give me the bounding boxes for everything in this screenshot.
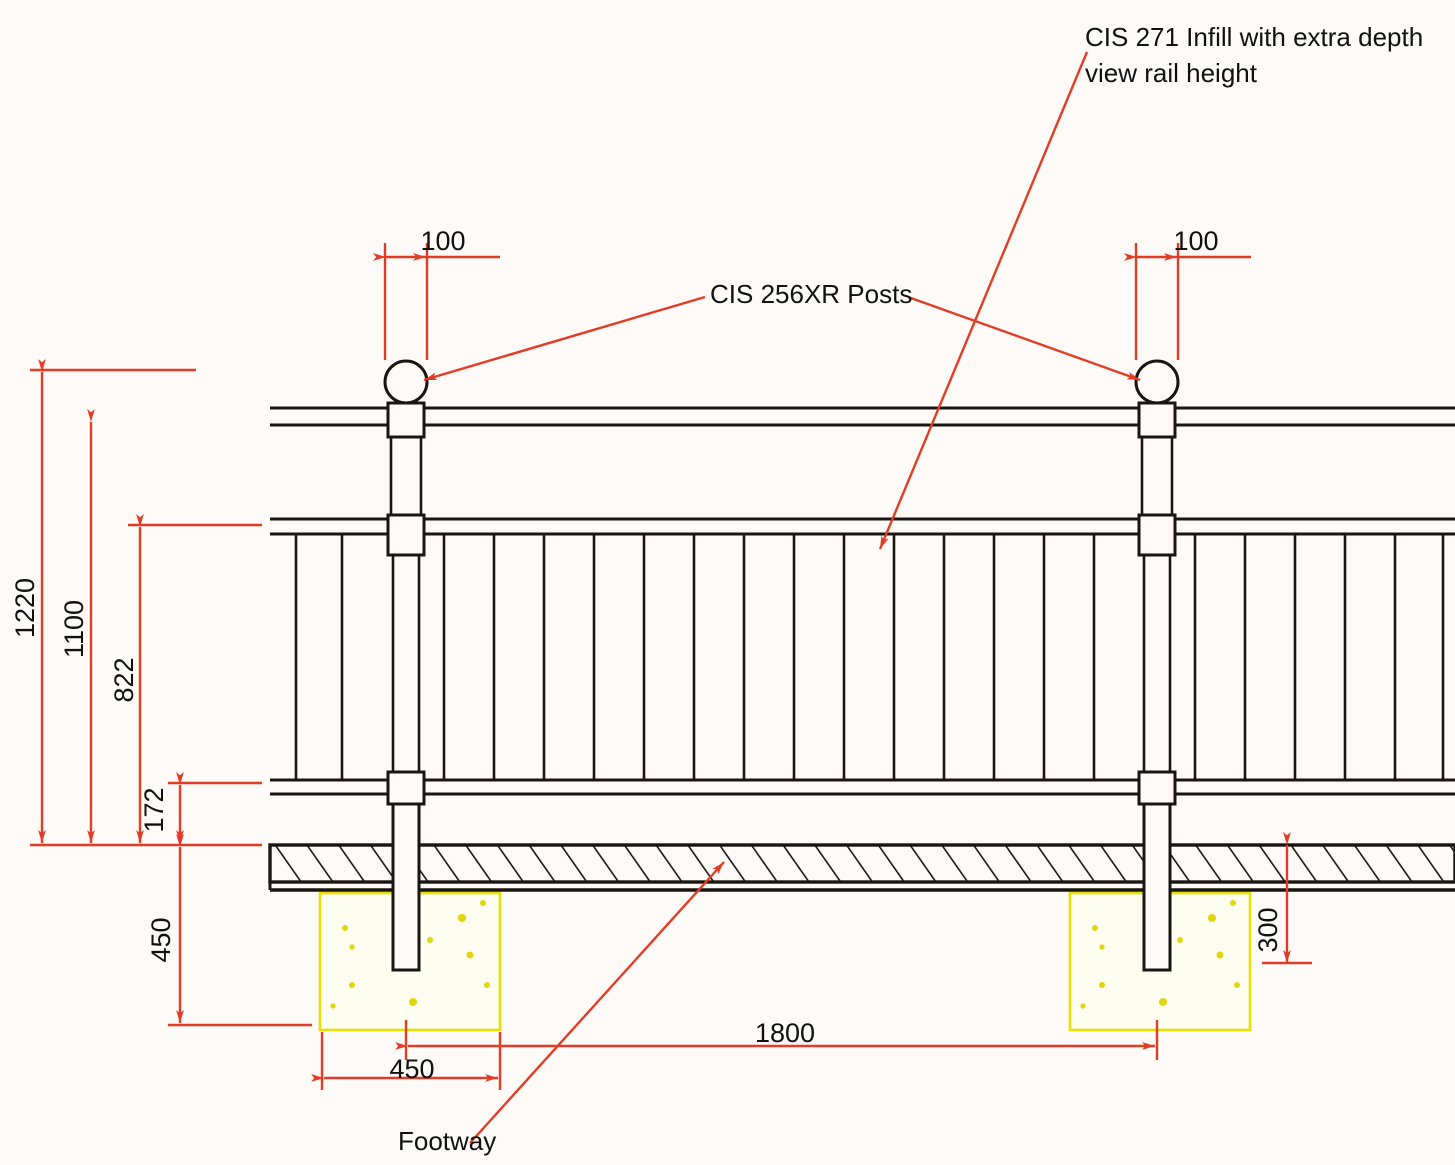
dim-bottom-rail-gap: 172 <box>139 787 169 832</box>
leader-lines <box>423 51 1141 1144</box>
dim-infill-height: 822 <box>109 657 139 702</box>
dimension-lines <box>30 243 1312 1090</box>
dim-overall-height: 1220 <box>10 578 40 638</box>
dim-foundation-depth: 450 <box>146 917 176 962</box>
dim-post-spacing: 1800 <box>755 1018 815 1048</box>
post-right-mid-collar <box>1137 513 1177 557</box>
infill-bars <box>294 534 1445 781</box>
dim-foundation-width: 450 <box>389 1054 434 1084</box>
post-left-finial <box>383 359 429 439</box>
post-through-slab <box>391 843 1172 893</box>
dim-embedment-depth: 300 <box>1253 907 1283 952</box>
middle-rail <box>270 517 1455 536</box>
annotation-infill-line2: view rail height <box>1085 58 1258 88</box>
post-left-mid-collar <box>386 513 426 557</box>
dim-rail-height: 1100 <box>59 600 89 658</box>
post-right-bottom-collar <box>1137 770 1177 806</box>
post-left-bottom-collar <box>386 770 426 806</box>
post-right-finial <box>1134 359 1180 439</box>
bottom-rail <box>270 778 1455 796</box>
annotation-posts: CIS 256XR Posts <box>710 279 912 309</box>
dim-post-width-right: 100 <box>1173 226 1218 256</box>
top-rail <box>270 406 1455 427</box>
dim-post-width-left: 100 <box>420 226 465 256</box>
annotation-infill-line1: CIS 271 Infill with extra depth <box>1085 22 1423 52</box>
annotation-footway: Footway <box>398 1126 496 1156</box>
footway-slab <box>268 843 1455 892</box>
